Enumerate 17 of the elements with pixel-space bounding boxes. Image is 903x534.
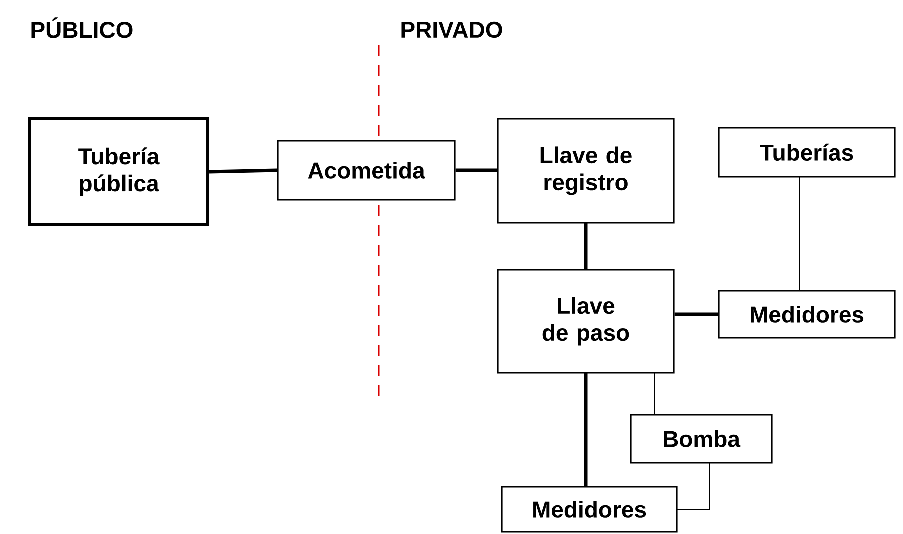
process-box: Tuberías — [718, 127, 896, 178]
process-box: Llave de registro — [497, 118, 675, 224]
connector-line — [584, 222, 588, 270]
process-box: Llave de paso — [497, 269, 675, 374]
connector-line — [584, 372, 588, 487]
process-box: Medidores — [501, 486, 678, 533]
process-box: Tubería pública — [28, 118, 210, 226]
process-box: Acometida — [277, 140, 456, 201]
connector-line — [674, 312, 718, 316]
section-heading: PRIVADO — [402, 22, 502, 38]
process-box: Medidores — [718, 290, 896, 339]
connector-line — [209, 168, 278, 174]
connector-line — [456, 168, 498, 172]
connector-line — [654, 372, 656, 416]
section-heading: PÚBLICO — [32, 18, 133, 38]
connector-line — [676, 462, 710, 510]
process-box: Bomba — [630, 414, 773, 464]
